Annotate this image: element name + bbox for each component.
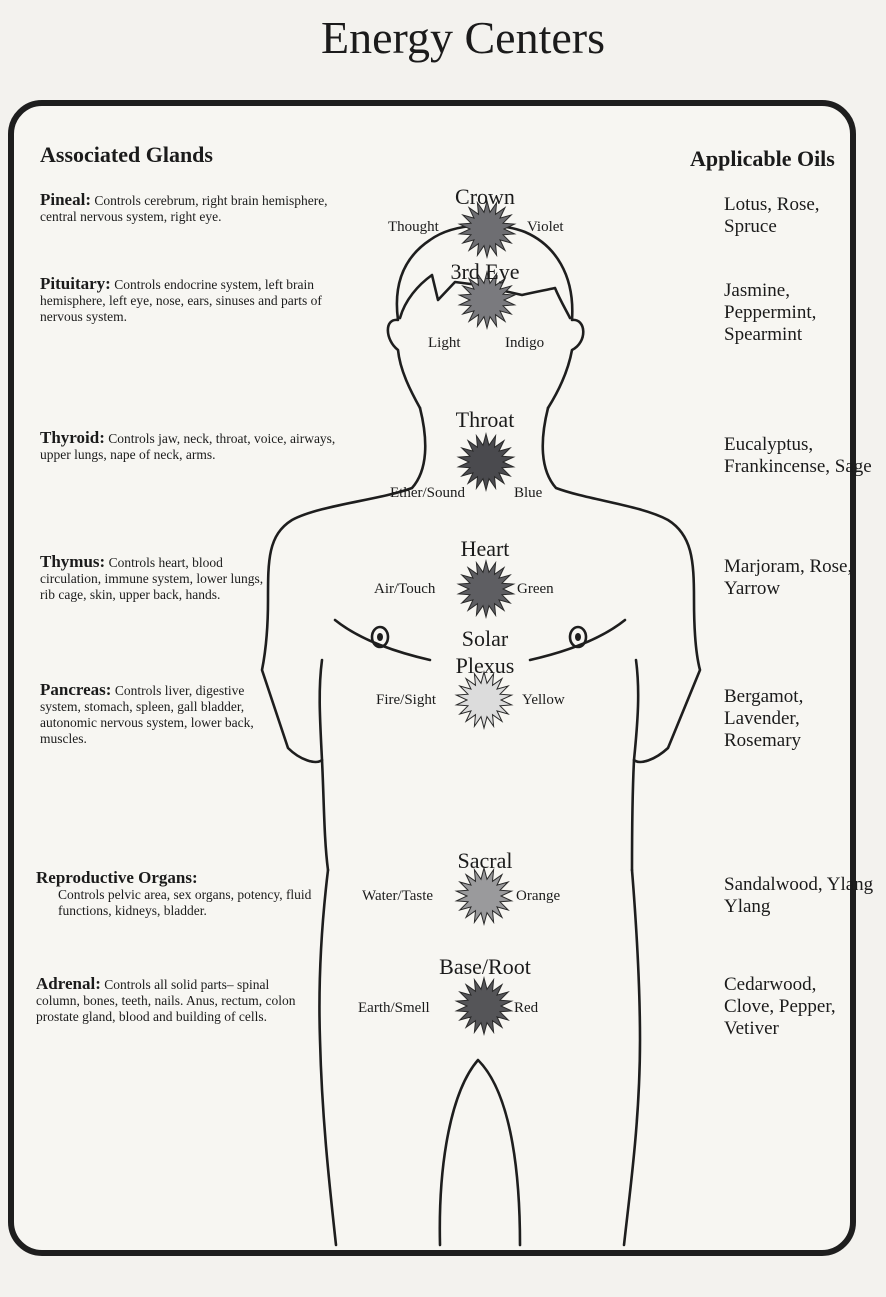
gland-pancreas: Pancreas: Controls liver, digestive syst… — [40, 682, 280, 747]
gland-adrenal: Adrenal: Controls all solid parts– spina… — [36, 976, 316, 1025]
gland-name: Reproductive Organs: — [36, 868, 198, 887]
chakra-crown-burst — [459, 201, 514, 257]
gland-name: Thymus: — [40, 552, 105, 571]
chakra-base-root-label: Base/Root — [420, 955, 550, 979]
oils-sacral: Sandalwood, Ylang Ylang — [724, 874, 874, 918]
oils-throat: Eucalyptus, Frankincense, Sage — [724, 434, 874, 478]
chakra-solar-plexus-burst — [456, 672, 511, 728]
gland-name: Pineal: — [40, 190, 91, 209]
chakra-throat-label: Throat — [440, 408, 530, 432]
chakra-throat-element: Ether/Sound — [390, 484, 465, 502]
chakra-sacral-color: Orange — [516, 887, 560, 905]
chakra-crown-label: Crown — [440, 185, 530, 209]
chakra-crown-element: Thought — [388, 218, 439, 236]
gland-thyroid: Thyroid: Controls jaw, neck, throat, voi… — [40, 430, 340, 463]
chakra-base-root-color: Red — [514, 999, 538, 1017]
gland-name: Adrenal: — [36, 974, 101, 993]
chakra-solar-plexus-element: Fire/Sight — [376, 691, 436, 709]
gland-name: Pituitary: — [40, 274, 111, 293]
chakra-solar-plexus-label-line1: Solar — [440, 627, 530, 651]
chakra-crown-color: Violet — [527, 218, 564, 236]
chakra-base-root-element: Earth/Smell — [358, 999, 430, 1017]
chakra-heart-burst — [458, 561, 513, 617]
chakra-throat-burst — [458, 434, 513, 490]
chakra-heart-element: Air/Touch — [374, 580, 435, 598]
oils-heart: Marjoram, Rose, Yarrow — [724, 556, 874, 600]
chakra-3rd-eye-element: Light — [428, 334, 461, 352]
gland-pineal: Pineal: Controls cerebrum, right brain h… — [40, 192, 340, 225]
oils-crown: Lotus, Rose, Spruce — [724, 194, 854, 238]
gland-name: Pancreas: — [40, 680, 111, 699]
gland-pituitary: Pituitary: Controls endocrine system, le… — [40, 276, 340, 325]
gland-thymus: Thymus: Controls heart, blood circulatio… — [40, 554, 270, 603]
gland-reproductive-organs: Reproductive Organs: Controls pelvic are… — [36, 870, 326, 919]
gland-name: Thyroid: — [40, 428, 105, 447]
chakra-heart-color: Green — [517, 580, 554, 598]
chakra-solar-plexus-label-line2: Plexus — [440, 654, 530, 678]
chakra-sacral-element: Water/Taste — [362, 887, 433, 905]
chakra-sacral-label: Sacral — [440, 849, 530, 873]
chakra-3rd-eye-label: 3rd Eye — [440, 260, 530, 284]
chakra-3rd-eye-color: Indigo — [505, 334, 544, 352]
oils-base-root: Cedarwood, Clove, Pepper, Vetiver — [724, 974, 864, 1040]
oils-solar-plexus: Bergamot, Lavender, Rosemary — [724, 686, 834, 752]
chakra-throat-color: Blue — [514, 484, 542, 502]
oils-3rd-eye: Jasmine, Peppermint, Spearmint — [724, 280, 874, 346]
chakra-heart-label: Heart — [440, 537, 530, 561]
chakra-sacral-burst — [456, 868, 511, 924]
chakra-solar-plexus-color: Yellow — [522, 691, 565, 709]
gland-description: Controls pelvic area, sex organs, potenc… — [36, 887, 326, 919]
chakra-base-root-burst — [456, 978, 511, 1034]
